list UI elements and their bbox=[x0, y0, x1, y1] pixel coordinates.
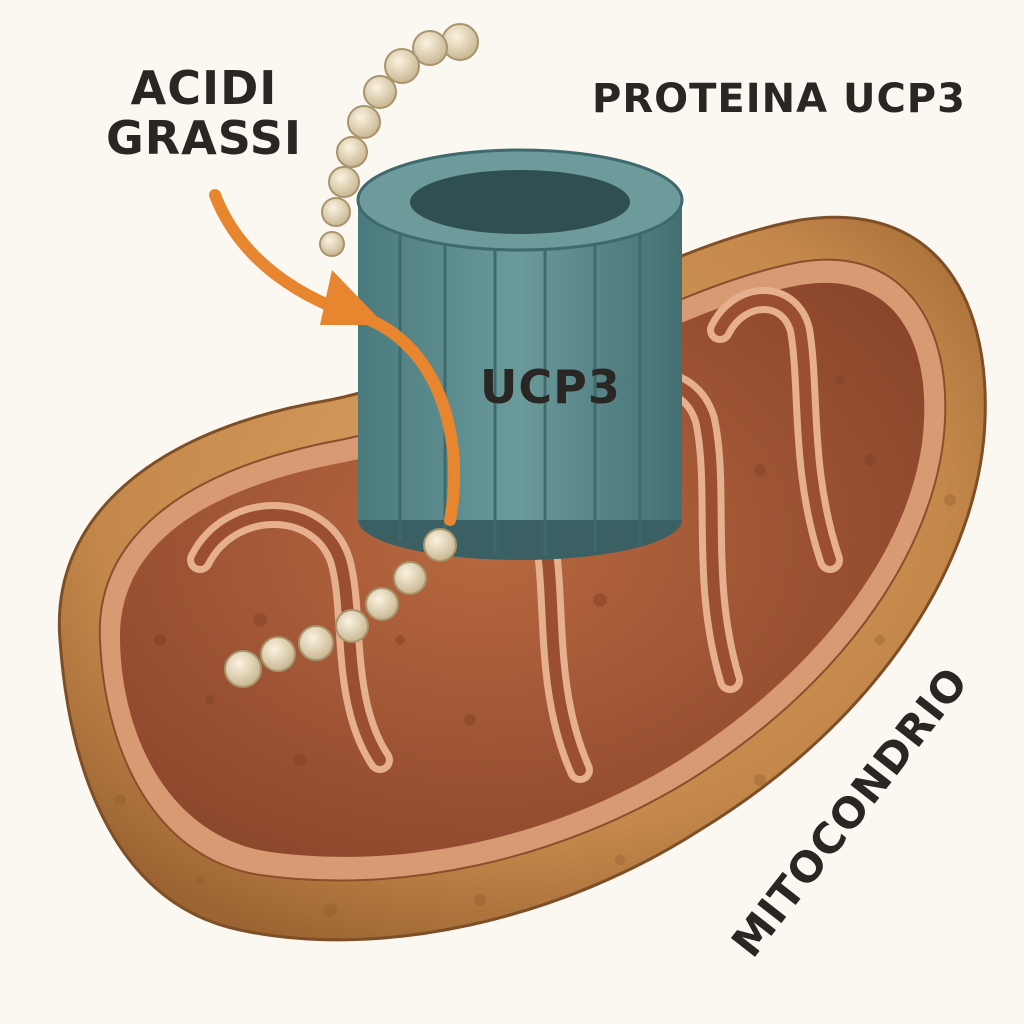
fatty-acids-label: ACIDI GRASSI bbox=[104, 61, 304, 165]
bead-chain-inner-icon bbox=[224, 528, 457, 688]
ucp3-protein bbox=[356, 148, 684, 560]
fatty-acids-label-line1: ACIDI bbox=[130, 61, 278, 115]
protein-title-label: PROTEINA UCP3 bbox=[592, 76, 966, 122]
outer-texture bbox=[114, 494, 956, 917]
bead-chain-icon bbox=[319, 23, 479, 257]
curved-arrow-icon bbox=[209, 189, 461, 526]
matrix bbox=[119, 282, 925, 857]
fatty-acids-label-line2: GRASSI bbox=[105, 110, 303, 165]
ucp3-label: UCP3 bbox=[480, 360, 621, 414]
